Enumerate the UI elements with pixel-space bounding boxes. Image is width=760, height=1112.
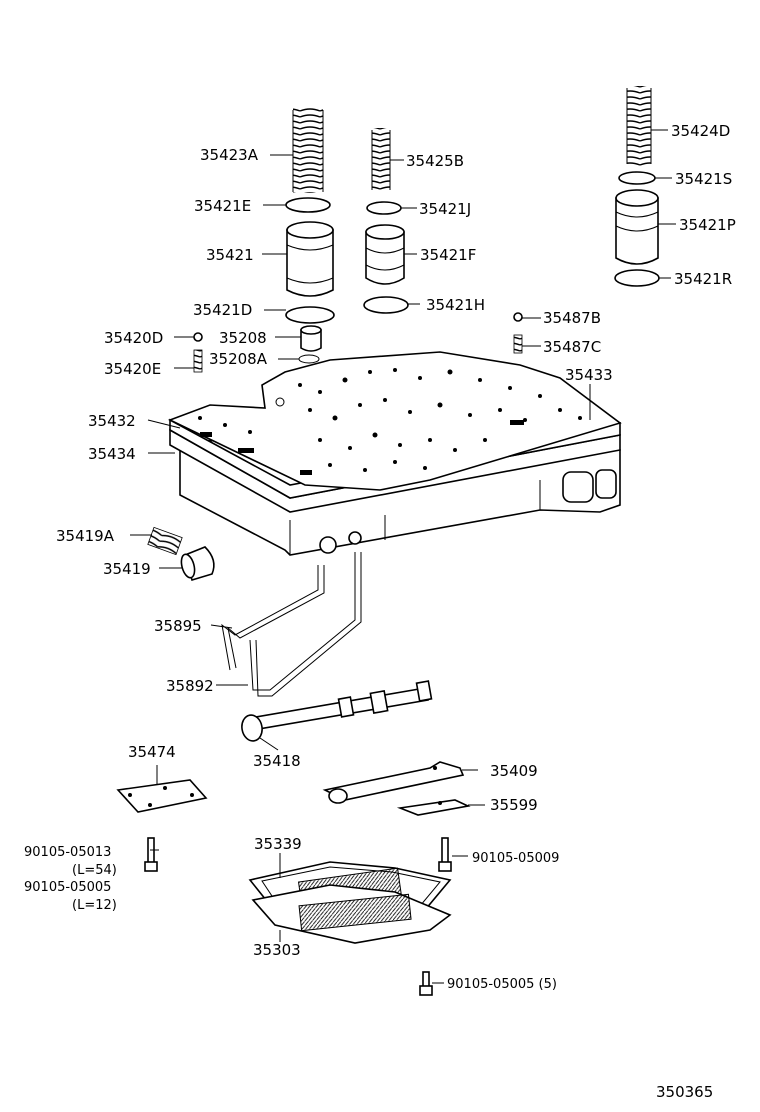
spring-35423A [292,108,324,193]
label-35208: 35208 [219,329,267,347]
ring-35421D [285,306,335,324]
label-35599: 35599 [490,796,538,814]
label-35419: 35419 [103,560,151,578]
label-35420D: 35420D [104,329,163,347]
sleeve-35421P [615,189,659,265]
label-35487C: 35487C [543,338,601,356]
bolt-90105-05005 [419,971,433,996]
label-bolt-90105-05009: 90105-05009 [472,851,559,866]
plate-35599 [396,799,471,816]
label-35421R: 35421R [674,270,732,288]
valve-body-35433 [167,351,622,556]
label-bolt-90105-05005-qty: 90105-05005 (5) [447,977,557,992]
spring-35425B [371,128,391,192]
clip-35208A [298,354,320,364]
spring-35420E [193,349,203,373]
label-35424D: 35424D [671,122,730,140]
ring-35421J [366,201,402,215]
label-35421E: 35421E [194,197,251,215]
plug-35208 [300,325,322,352]
label-35409: 35409 [490,762,538,780]
sleeve-35421 [286,221,334,297]
label-35339: 35339 [254,835,302,853]
label-35421S: 35421S [675,170,732,188]
label-35421P: 35421P [679,216,736,234]
spring-35419A [147,526,183,556]
label-35208A: 35208A [209,350,268,368]
label-35421F: 35421F [420,246,476,264]
part-labels: 35423A 35425B 35424D 35421E 35421J 35421… [24,122,736,1101]
lever-35409 [322,761,465,804]
spring-35487C [513,334,523,354]
label-bolt-90105-05013: 90105-05013 [24,845,111,860]
label-35303: 35303 [253,941,301,959]
leader-lines [130,129,676,984]
label-35423A: 35423A [200,146,259,164]
label-35421J: 35421J [419,200,471,218]
bolt-90105-05009 [438,837,452,872]
plug-35419 [180,546,215,582]
label-35421: 35421 [206,246,254,264]
ring-35421H [363,296,409,314]
bolt-90105-05013 [144,837,158,872]
ring-35421E [285,197,331,213]
strainer-35303 [251,884,452,944]
valve-35418 [241,680,433,742]
label-bolt-90105-05005: 90105-05005 [24,880,111,895]
label-35421D: 35421D [193,301,252,319]
label-35419A: 35419A [56,527,115,545]
pipe-35892 [249,552,362,697]
spring-35424D [626,86,652,166]
diagram-id: 350365 [656,1083,713,1101]
ball-35487B [513,312,523,322]
label-35418: 35418 [253,752,301,770]
label-35434: 35434 [88,445,136,463]
ring-35421R [614,269,660,287]
pipe-35895 [221,565,325,671]
label-bolt-length-12: (L=12) [72,898,117,913]
label-35487B: 35487B [543,309,601,327]
plate-35474 [116,779,208,813]
label-35892: 35892 [166,677,214,695]
label-35420E: 35420E [104,360,161,378]
label-35895: 35895 [154,617,202,635]
ring-35421S [618,171,656,185]
ball-35420D [193,332,203,342]
label-35421H: 35421H [426,296,485,314]
label-35433: 35433 [565,366,613,384]
label-35425B: 35425B [406,152,464,170]
label-35432: 35432 [88,412,136,430]
sleeve-35421F [365,224,405,285]
label-35474: 35474 [128,743,176,761]
label-bolt-length-54: (L=54) [72,863,117,878]
